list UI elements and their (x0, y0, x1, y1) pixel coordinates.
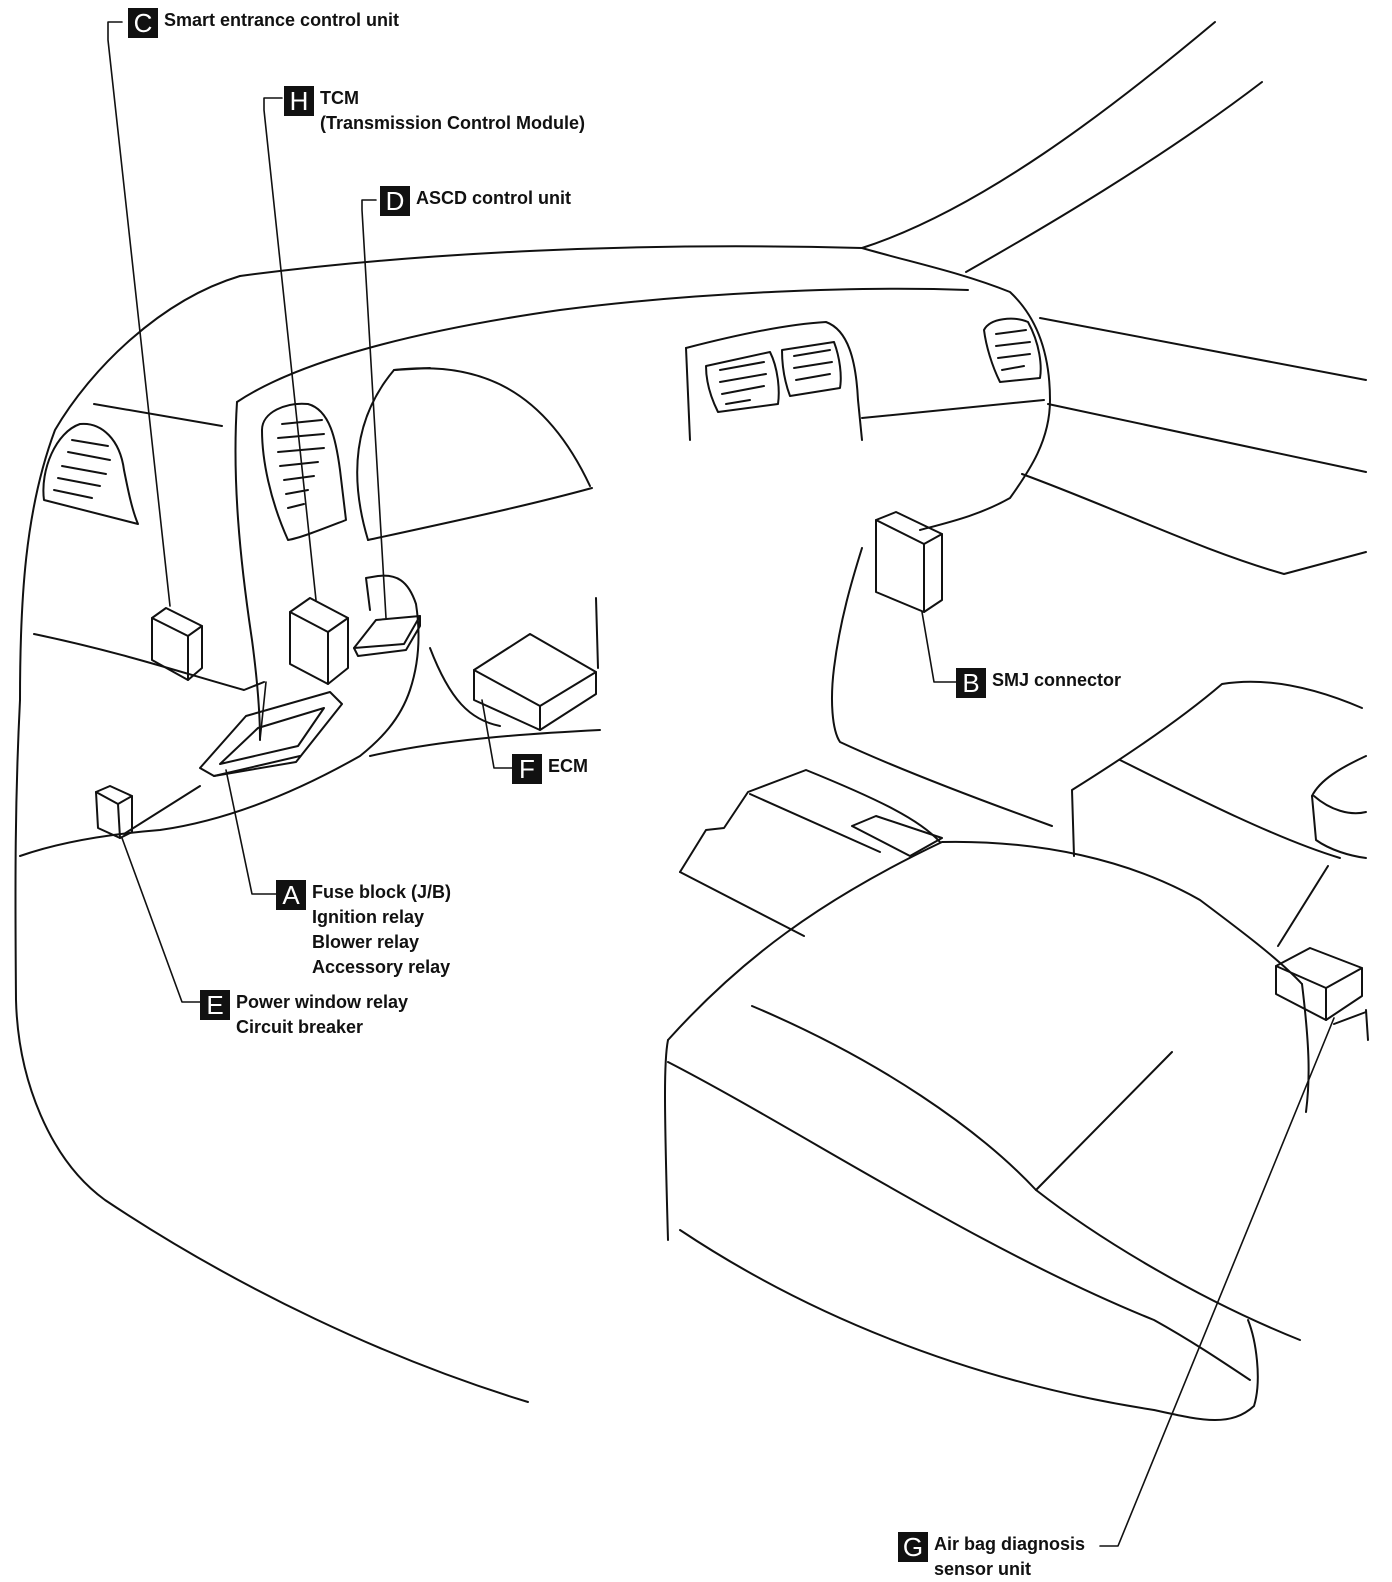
left-side-vent (42, 422, 139, 525)
dashboard-outline (14, 245, 1367, 1403)
smart-entrance-control-unit-box (151, 607, 203, 681)
label-badge-h: H (284, 86, 314, 116)
callout-power-window-relay: E Power window relay Circuit breaker (200, 990, 408, 1040)
callout-tcm: H TCM (Transmission Control Module) (284, 86, 585, 136)
callout-text: TCM (320, 88, 359, 108)
smj-connector-box (875, 511, 943, 613)
callout-text: Power window relay (236, 992, 409, 1012)
callout-text: Ignition relay (312, 907, 425, 927)
fuse-block-box (199, 691, 343, 777)
air-bag-diagnosis-sensor-unit-box (1275, 947, 1363, 1021)
callout-ascd-control-unit: D ASCD control unit (380, 186, 571, 216)
callout-text: Smart entrance control unit (164, 10, 400, 30)
label-badge-e: E (200, 990, 230, 1020)
callout-fuse-block: A Fuse block (J/B) Ignition relay Blower… (276, 880, 451, 980)
leader-lines (107, 21, 1335, 1547)
callout-text: SMJ connector (992, 670, 1122, 690)
ascd-control-unit-box (353, 615, 421, 657)
callout-text: Circuit breaker (236, 1017, 364, 1037)
callout-text: ASCD control unit (416, 188, 571, 208)
callout-text: Air bag diagnosis (934, 1534, 1086, 1554)
lower-dash-outline (19, 547, 1053, 857)
label-badge-g: G (898, 1532, 928, 1562)
center-vent-right (781, 341, 842, 397)
power-window-relay-box (95, 785, 133, 839)
callout-smj-connector: B SMJ connector (956, 668, 1121, 698)
driver-vent (261, 402, 347, 541)
label-badge-b: B (956, 668, 986, 698)
center-console (685, 321, 863, 441)
callout-text: (Transmission Control Module) (320, 113, 586, 133)
right-side-vent (983, 317, 1042, 383)
windshield-outline (861, 21, 1263, 273)
label-badge-d: D (380, 186, 410, 216)
callout-text: Fuse block (J/B) (312, 882, 452, 902)
label-badge-a: A (276, 880, 306, 910)
instrument-cluster-hood (356, 367, 593, 541)
callout-smart-entrance-control-unit: C Smart entrance control unit (128, 8, 399, 38)
ecm-box (473, 633, 597, 731)
label-badge-f: F (512, 754, 542, 784)
passenger-seat (1071, 680, 1369, 1113)
label-badge-c: C (128, 8, 158, 38)
callout-ecm: F ECM (512, 754, 588, 784)
callout-text: Blower relay (312, 932, 420, 952)
callout-text: sensor unit (934, 1559, 1032, 1579)
callout-text: Accessory relay (312, 957, 451, 977)
center-vent-left (705, 351, 780, 413)
tcm-box (289, 597, 349, 685)
driver-seat (664, 769, 1303, 1422)
callout-text: ECM (548, 756, 588, 776)
callout-air-bag-diagnosis-sensor-unit: G Air bag diagnosis sensor unit (898, 1532, 1085, 1582)
